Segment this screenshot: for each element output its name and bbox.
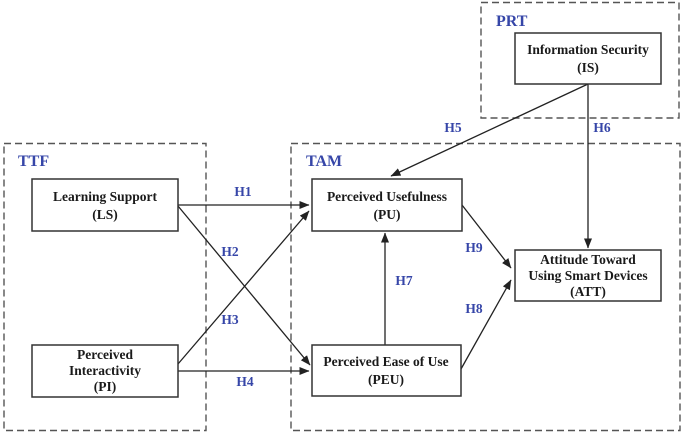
- hypothesis-h7-arrow: H7: [381, 232, 413, 345]
- is-box: [514, 32, 662, 85]
- h5-label: H5: [444, 120, 462, 135]
- node-perceived-interactivity: Perceived Interactivity (PI): [31, 344, 179, 398]
- group-box-prt: PRT: [480, 1, 680, 119]
- pi-label-line1: Perceived: [77, 347, 133, 362]
- peu-label-line1: Perceived Ease of Use: [323, 354, 448, 369]
- att-label-line2: Using Smart Devices: [528, 268, 647, 283]
- h8-label: H8: [465, 301, 483, 316]
- h1-label: H1: [234, 184, 252, 199]
- pi-box: [31, 344, 179, 398]
- pi-label-line3: (PI): [94, 379, 117, 394]
- h3-arrow-line: [177, 210, 310, 365]
- hypothesis-h4-arrow: H4: [178, 367, 310, 389]
- h2-arrow-line: [177, 205, 311, 366]
- hypothesis-h3-arrow: H3: [177, 210, 310, 365]
- h9-label: H9: [465, 240, 483, 255]
- ls-label-line1: Learning Support: [53, 189, 157, 204]
- hypothesis-h6-arrow: H6: [584, 84, 611, 249]
- node-information-security: Information Security (IS): [514, 32, 662, 85]
- ttf-dashed-frame: [3, 142, 207, 432]
- pi-label-line2: Interactivity: [69, 363, 141, 378]
- node-learning-support: Learning Support (LS): [31, 178, 179, 232]
- node-perceived-ease-of-use: Perceived Ease of Use (PEU): [311, 344, 462, 397]
- h2-label: H2: [221, 244, 239, 259]
- h6-label: H6: [593, 120, 611, 135]
- node-attitude-toward-using: Attitude Toward Using Smart Devices (ATT…: [514, 249, 662, 302]
- tam-group-label: TAM: [306, 153, 342, 170]
- is-label-line1: Information Security: [527, 42, 649, 57]
- ls-box: [31, 178, 179, 232]
- hypothesis-h8-arrow: H8: [460, 279, 512, 370]
- ls-label-line2: (LS): [92, 207, 118, 222]
- h7-label: H7: [395, 273, 413, 288]
- group-box-tam: TAM: [290, 142, 681, 432]
- node-perceived-usefulness: Perceived Usefulness (PU): [311, 178, 463, 232]
- hypothesis-h5-arrow: H5: [390, 83, 589, 177]
- group-box-ttf: TTF: [3, 142, 207, 432]
- prt-group-label: PRT: [496, 13, 528, 30]
- pu-label-line2: (PU): [374, 207, 401, 222]
- pu-label-line1: Perceived Usefulness: [327, 189, 447, 204]
- att-label-line3: (ATT): [570, 284, 606, 299]
- peu-box: [311, 344, 462, 397]
- tam-dashed-frame: [290, 142, 681, 432]
- hypothesis-h2-arrow: H2: [177, 205, 311, 366]
- h5-arrow-line: [390, 83, 589, 177]
- h8-arrow-line: [460, 279, 512, 370]
- hypothesis-h1-arrow: H1: [178, 184, 310, 209]
- hypothesis-h9-arrow: H9: [461, 204, 512, 269]
- ttf-group-label: TTF: [18, 153, 49, 170]
- pu-box: [311, 178, 463, 232]
- prt-dashed-frame: [480, 1, 680, 119]
- att-label-line1: Attitude Toward: [540, 252, 636, 267]
- is-label-line2: (IS): [577, 60, 599, 75]
- h9-arrow-line: [461, 204, 512, 269]
- h3-label: H3: [221, 312, 239, 327]
- h4-label: H4: [236, 374, 254, 389]
- att-box: [514, 249, 662, 302]
- peu-label-line2: (PEU): [368, 372, 404, 387]
